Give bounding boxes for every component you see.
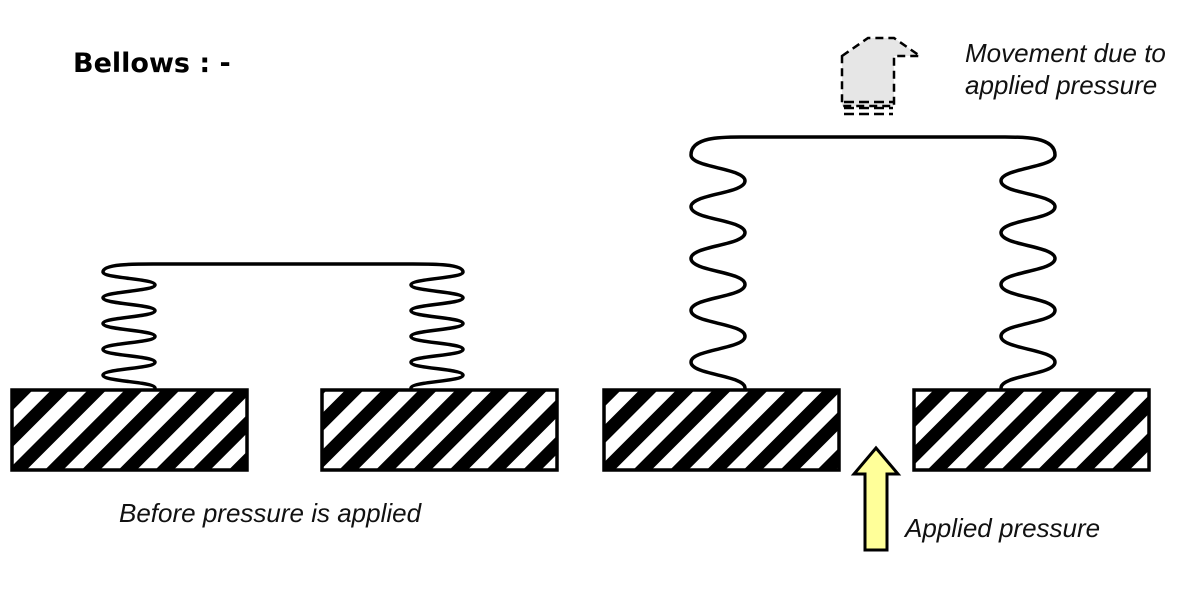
- bellows-before: [101, 262, 465, 390]
- bellows-before-outline: [101, 262, 465, 390]
- bellows-after: [689, 135, 1057, 390]
- movement-label-line1: Movement due to: [965, 38, 1166, 68]
- base-plate-left-2: [320, 388, 559, 472]
- before-pressure-label: Before pressure is applied: [119, 498, 423, 528]
- movement-label-line2: applied pressure: [965, 70, 1157, 100]
- diagram-title: Bellows : -: [73, 48, 231, 79]
- applied-pressure-arrow-icon: [850, 445, 902, 552]
- base-plate-right-2: [912, 388, 1151, 472]
- base-plate-right-1: [602, 388, 841, 472]
- movement-arrow-icon: [840, 36, 925, 116]
- applied-pressure-label: Applied pressure: [903, 513, 1100, 543]
- bellows-after-outline: [689, 135, 1057, 390]
- base-plate-left-1: [10, 388, 249, 472]
